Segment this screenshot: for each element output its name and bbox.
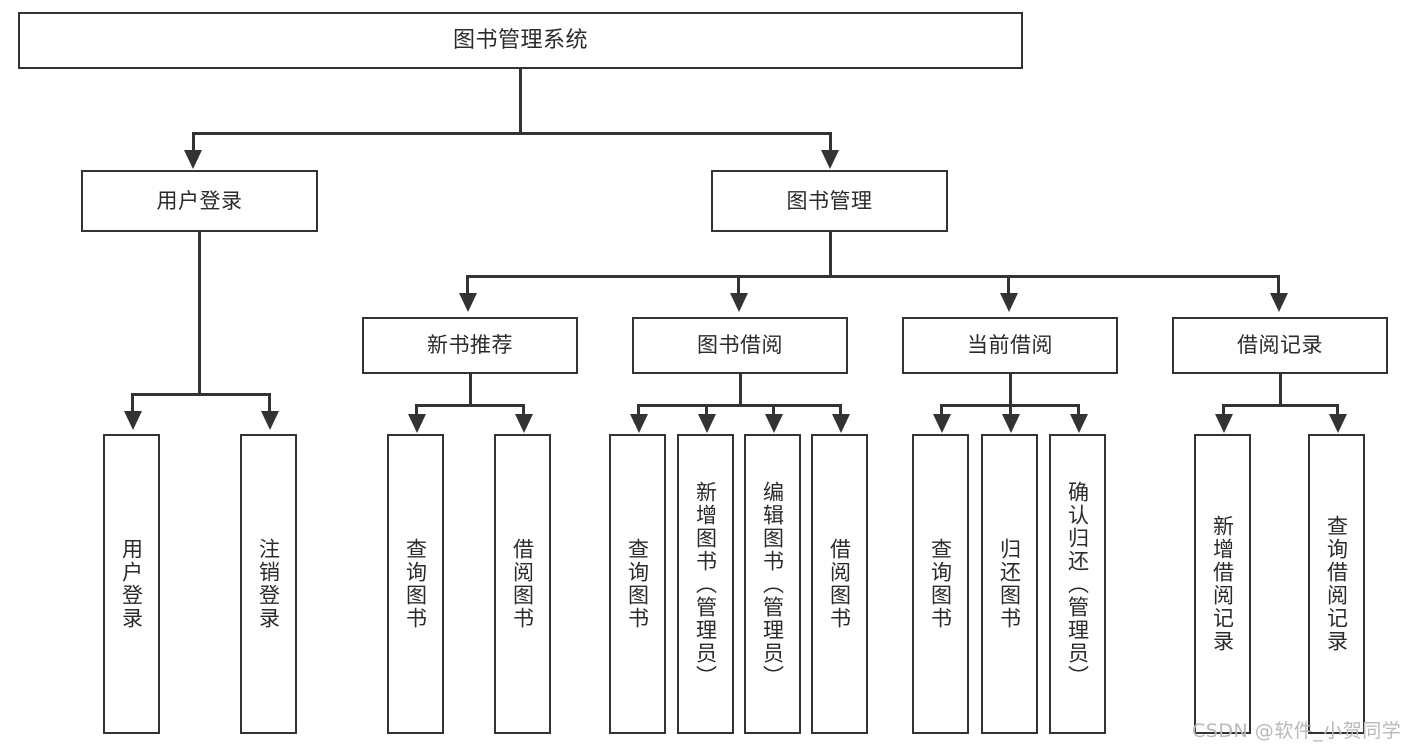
connector-new-book-drop-2	[522, 404, 525, 418]
connector-level3-drop-4	[1277, 275, 1280, 298]
node-label: 图书管理系统	[452, 27, 588, 53]
connector-book-borrow-drop-4	[839, 404, 842, 418]
node-label: 查询图书	[928, 538, 953, 630]
connector-level3-drop-2	[737, 275, 740, 298]
connector-borrow-record-bus	[1222, 404, 1339, 407]
connector-borrow-record-drop-1	[1222, 404, 1225, 418]
connector-level3-drop-1	[466, 275, 469, 298]
arrowhead-leaf-query-book-1	[408, 414, 426, 433]
node-label: 图书借阅	[697, 333, 783, 358]
node-label: 查询借阅记录	[1324, 515, 1349, 653]
node-leaf-return-book[interactable]: 归还图书	[981, 434, 1038, 734]
node-borrow-record[interactable]: 借阅记录	[1172, 317, 1388, 374]
connector-book-manage-stem	[829, 232, 832, 277]
connector-level3-drop-3	[1007, 275, 1010, 298]
node-label: 注销登录	[256, 538, 281, 630]
node-leaf-add-record[interactable]: 新增借阅记录	[1194, 434, 1251, 734]
node-label: 借阅图书	[510, 538, 535, 630]
node-label: 用户登录	[156, 188, 243, 213]
node-label: 编辑图书（管理员）	[760, 480, 785, 688]
node-root-system[interactable]: 图书管理系统	[18, 12, 1023, 69]
node-leaf-query-book-1[interactable]: 查询图书	[387, 434, 444, 734]
node-leaf-edit-book[interactable]: 编辑图书（管理员）	[744, 434, 801, 734]
node-label: 查询图书	[403, 538, 428, 630]
node-leaf-confirm-return[interactable]: 确认归还（管理员）	[1049, 434, 1106, 734]
connector-borrow-record-drop-2	[1336, 404, 1339, 418]
node-leaf-query-record[interactable]: 查询借阅记录	[1308, 434, 1365, 734]
node-user-login[interactable]: 用户登录	[81, 170, 318, 232]
node-label: 归还图书	[997, 538, 1022, 630]
node-label: 新增借阅记录	[1210, 515, 1235, 653]
connector-current-borrow-drop-3	[1077, 404, 1080, 418]
connector-root-stem	[519, 69, 522, 134]
connector-user-login-drop-1	[131, 393, 134, 416]
arrowhead-leaf-add-book	[698, 414, 716, 433]
node-book-borrow[interactable]: 图书借阅	[632, 317, 848, 374]
arrowhead-leaf-logout-login	[261, 411, 279, 430]
arrowhead-leaf-add-record	[1215, 414, 1233, 433]
node-leaf-borrow-book-1[interactable]: 借阅图书	[494, 434, 551, 734]
arrowhead-current-borrow	[1000, 293, 1018, 312]
connector-book-borrow-bus	[637, 404, 842, 407]
arrowhead-leaf-query-book-2	[630, 414, 648, 433]
node-label: 当前借阅	[967, 333, 1053, 358]
connector-new-book-drop-1	[415, 404, 418, 418]
arrowhead-user-login	[184, 150, 202, 169]
arrowhead-leaf-borrow-book-1	[515, 414, 533, 433]
node-label: 查询图书	[625, 538, 650, 630]
connector-drop-user-login	[192, 132, 195, 154]
node-label: 用户登录	[119, 538, 144, 630]
node-label: 新书推荐	[427, 333, 513, 358]
node-label: 确认归还（管理员）	[1065, 480, 1090, 688]
connector-current-borrow-stem	[1009, 374, 1012, 406]
connector-new-book-stem	[469, 374, 472, 406]
node-new-book-recommend[interactable]: 新书推荐	[362, 317, 578, 374]
connector-user-login-stem	[198, 232, 201, 395]
node-leaf-add-book[interactable]: 新增图书（管理员）	[677, 434, 734, 734]
node-label: 图书管理	[786, 188, 873, 213]
node-leaf-query-book-2[interactable]: 查询图书	[609, 434, 666, 734]
arrowhead-leaf-edit-book	[765, 414, 783, 433]
arrowhead-leaf-borrow-book-2	[832, 414, 850, 433]
connector-current-borrow-drop-2	[1009, 404, 1012, 418]
connector-user-login-bus	[131, 393, 270, 396]
connector-user-login-drop-2	[268, 393, 271, 416]
arrowhead-leaf-user-login	[124, 411, 142, 430]
connector-drop-book-manage	[829, 132, 832, 154]
connector-book-borrow-stem	[739, 374, 742, 406]
arrowhead-book-borrow	[730, 293, 748, 312]
connector-borrow-record-stem	[1279, 374, 1282, 406]
node-label: 新增图书（管理员）	[693, 480, 718, 688]
arrowhead-new-book-recommend	[459, 293, 477, 312]
arrowhead-leaf-query-book-3	[933, 414, 951, 433]
arrowhead-book-manage	[821, 150, 839, 169]
node-leaf-user-login[interactable]: 用户登录	[103, 434, 160, 734]
node-book-manage[interactable]: 图书管理	[711, 170, 948, 232]
node-label: 借阅记录	[1237, 333, 1323, 358]
connector-level3-bus	[466, 275, 1280, 278]
connector-book-borrow-drop-3	[772, 404, 775, 418]
arrowhead-leaf-confirm-return	[1070, 414, 1088, 433]
connector-book-borrow-drop-1	[637, 404, 640, 418]
arrowhead-borrow-record	[1270, 293, 1288, 312]
connector-current-borrow-drop-1	[940, 404, 943, 418]
connector-new-book-bus	[415, 404, 525, 407]
node-leaf-logout-login[interactable]: 注销登录	[240, 434, 297, 734]
node-leaf-query-book-3[interactable]: 查询图书	[912, 434, 969, 734]
arrowhead-leaf-return-book	[1002, 414, 1020, 433]
arrowhead-leaf-query-record	[1329, 414, 1347, 433]
node-leaf-borrow-book-2[interactable]: 借阅图书	[811, 434, 868, 734]
connector-book-borrow-drop-2	[705, 404, 708, 418]
node-current-borrow[interactable]: 当前借阅	[902, 317, 1118, 374]
connector-level2-bus	[192, 132, 832, 135]
node-label: 借阅图书	[827, 538, 852, 630]
